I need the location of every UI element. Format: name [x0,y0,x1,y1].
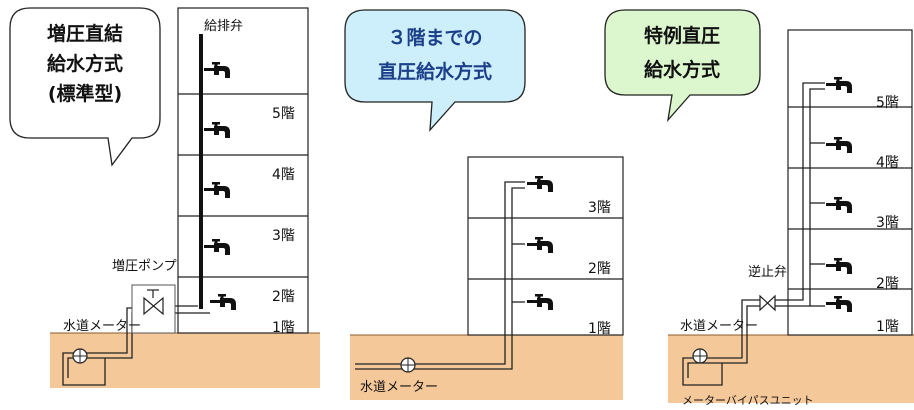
top-valve-label: 給排弁 [204,19,243,34]
bubble-left-line-2: 給水方式 [47,52,123,75]
bubble-direct-3f: ３階までの 直圧給水方式 [344,9,526,132]
floor-label: 5階 [876,95,899,111]
water-meter-label: 水道メーター [680,319,758,334]
floor-label: 1階 [588,321,611,337]
floor-label: 1階 [876,319,899,335]
ground-right [668,335,914,403]
floor-label: 2階 [876,276,899,292]
floor-label: 2階 [272,289,295,305]
booster-pump-label: 増圧ポンプ [112,259,177,274]
bubble-left-line-3: (標準型) [48,82,122,105]
floor-label: 1階 [272,320,295,336]
bubble-boosted-direct: 増圧直結 給水方式 (標準型) [9,7,161,167]
water-meter-label: 水道メーター [63,319,141,334]
service-pipe-middle [355,181,525,370]
left-system: 5階 4階 3階 2階 1階 給排弁 増圧ポンプ 水道メーター [50,7,320,388]
right-system: 5階 4階 3階 2階 1階 逆止弁 水道メーター メーターバイパスユニット [668,29,914,407]
ground-left [50,333,320,388]
bubble-right-line-1: 特例直圧 [644,24,720,47]
service-pipe-right [682,82,825,378]
bubble-left-line-1: 増圧直結 [47,22,123,45]
floor-label: 3階 [272,228,295,244]
bubble-middle-line-2: 直圧給水方式 [378,60,492,83]
riser-pipe-left [199,34,203,309]
floor-label: 4階 [876,155,899,171]
water-meter-label: 水道メーター [360,380,438,395]
floor-label: 3階 [876,215,899,231]
floor-label: 3階 [588,200,611,216]
building-five-floor-right [787,29,913,336]
bubble-special-direct: 特例直圧 給水方式 [604,9,761,123]
check-valve-icon [759,294,776,312]
floor-label: 5階 [272,106,295,122]
meter-bypass-unit-label: メーターバイパスユニット [682,394,814,407]
bubble-middle-line-1: ３階までの [387,27,482,49]
bubble-right-line-2: 給水方式 [644,58,720,81]
check-valve-label: 逆止弁 [748,264,787,280]
middle-system: 3階 2階 1階 水道メーター [350,156,624,400]
floor-label: 2階 [588,261,611,277]
ground-middle [350,335,623,400]
floor-label: 4階 [272,167,295,183]
booster-pump-icon [131,284,176,334]
